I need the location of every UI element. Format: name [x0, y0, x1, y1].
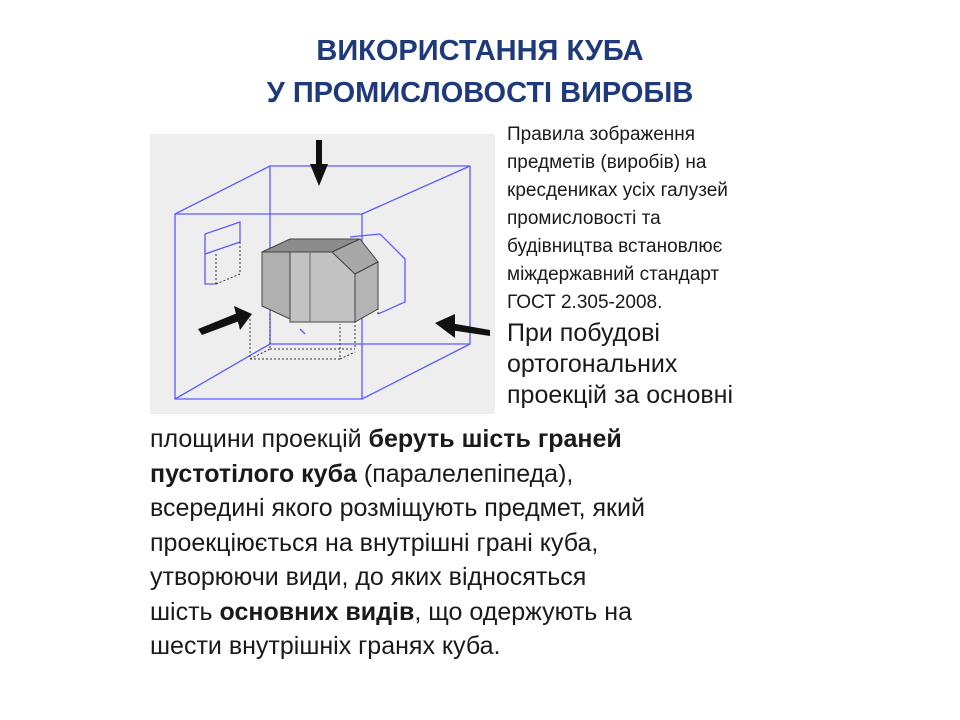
body-text: шість	[150, 597, 220, 626]
body-line: шість основних видів, що одержують на	[150, 595, 850, 630]
intro-line: При побудові	[507, 319, 660, 347]
body-line: утворюючи види, до яких відносяться	[150, 563, 587, 591]
cube-projection-figure	[150, 134, 495, 414]
projection-text-intro: При побудові ортогональних проекцій за о…	[507, 318, 807, 411]
body-text: площини проекцій	[150, 425, 369, 453]
body-line: проекціюється на внутрішні грані куба,	[150, 528, 599, 557]
title-line-1: ВИКОРИСТАННЯ КУБА	[316, 35, 644, 67]
cube-projection-drawing	[174, 140, 490, 400]
title-line-2: У ПРОМИСЛОВОСТІ ВИРОБІВ	[266, 77, 694, 109]
arrow-left-icon	[435, 314, 490, 338]
arrow-right-icon	[198, 306, 252, 335]
standard-line: міждержавний стандарт	[507, 264, 720, 285]
standard-line: предметів (виробів) на	[507, 152, 707, 173]
body-bold-text: основних видів	[219, 597, 415, 626]
standard-line: Правила зображення	[507, 124, 696, 145]
slide-title: ВИКОРИСТАННЯ КУБА У ПРОМИСЛОВОСТІ ВИРОБІ…	[0, 30, 960, 114]
object-left-face	[261, 251, 291, 320]
body-line: площини проекцій беруть шість граней	[150, 422, 850, 457]
body-text: (паралелепіпеда),	[356, 459, 574, 488]
body-bold-text: пустотілого куба	[150, 459, 357, 488]
standard-note: Правила зображення предметів (виробів) н…	[507, 121, 807, 317]
intro-line: проекцій за основні	[507, 381, 734, 409]
body-text: , що одержують на	[414, 597, 632, 626]
standard-line: ГОСТ 2.305-2008.	[507, 292, 663, 313]
projection-text-body: площини проекцій беруть шість граней пус…	[150, 422, 850, 664]
intro-line: ортогональних	[507, 350, 678, 378]
body-line: всередині якого розміщують предмет, який	[150, 494, 645, 522]
standard-line: промисловості та	[507, 208, 661, 229]
arrow-down-icon	[310, 140, 328, 186]
body-line: пустотілого куба (паралелепіпеда),	[150, 457, 850, 492]
standard-line: кресдениках усіх галузей	[507, 180, 728, 201]
body-line: шести внутрішніх гранях куба.	[150, 632, 501, 660]
body-bold-text: беруть шість граней	[368, 425, 622, 453]
standard-line: будівництва встановлює	[507, 236, 723, 257]
